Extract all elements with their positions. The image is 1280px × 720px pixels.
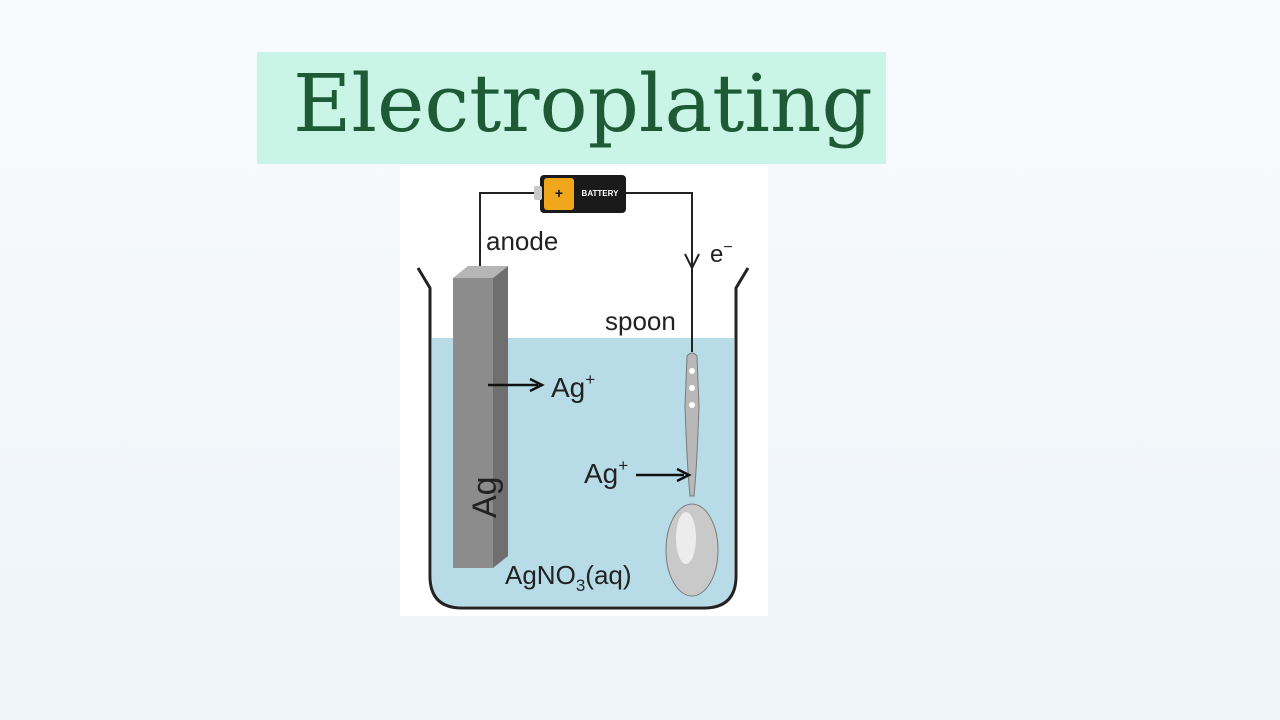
ion-arrow-1-head — [529, 377, 545, 393]
spoon-label: spoon — [605, 306, 676, 336]
title-banner: Electroplating — [257, 52, 886, 164]
ion-label-1: Ag+ — [551, 370, 595, 403]
electrode-label: Ag — [466, 476, 504, 518]
ion-label-2: Ag+ — [584, 456, 628, 489]
battery: + BATTERY — [534, 175, 626, 213]
solution-label: AgNO3(aq) — [505, 560, 632, 595]
electron-arrow-head — [684, 253, 700, 271]
spoon — [665, 352, 719, 597]
page-title: Electroplating — [293, 57, 873, 150]
ion-arrow-2-head — [676, 467, 692, 483]
battery-label: BATTERY — [582, 189, 620, 198]
diagram-svg: + BATTERY Ag anode e− spoon Ag+ Ag+ — [416, 175, 750, 610]
wire-cathode — [620, 192, 693, 258]
electroplating-diagram: + BATTERY Ag anode e− spoon Ag+ Ag+ — [400, 166, 768, 616]
beaker — [416, 267, 750, 610]
wire-anode — [479, 192, 546, 266]
silver-electrode: Ag — [453, 266, 508, 568]
anode-label: anode — [486, 226, 558, 256]
battery-plus-sign: + — [555, 185, 563, 201]
electron-label: e− — [710, 239, 733, 268]
